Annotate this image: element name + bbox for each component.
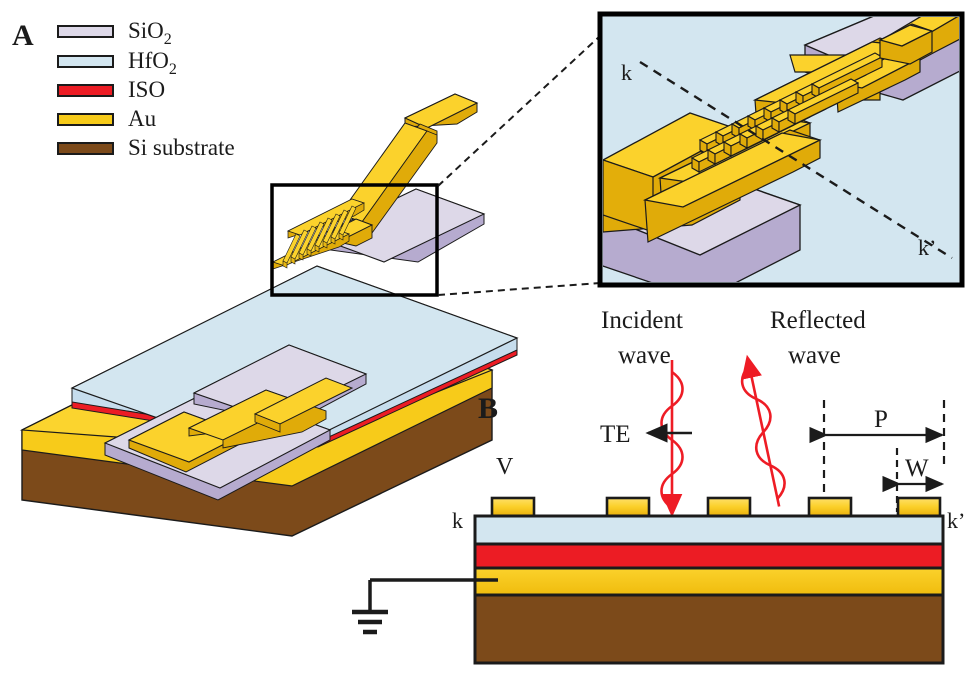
legend-item-si: Si substrate: [57, 135, 235, 160]
panel-b: B Incident wave Reflected wave TE V P W: [352, 307, 965, 665]
legend-label-hfo2: HfO2: [128, 48, 177, 78]
gold-pad-4: [807, 496, 853, 519]
inset-kprime-label: k’: [918, 235, 936, 260]
legend-swatch-iso: [57, 84, 114, 97]
reflected-wave-label-line2: wave: [788, 342, 841, 369]
legend-item-hfo2: HfO2: [57, 48, 177, 78]
gold-pad-3: [706, 496, 752, 519]
callout-connector-top: [437, 35, 601, 187]
inset-connector-block-top: [878, 24, 934, 47]
cross-section-au-layer: [473, 566, 945, 597]
inset-panel: k k’: [597, 11, 965, 288]
legend-swatch-hfo2: [57, 55, 114, 68]
legend-label-sio2: SiO2: [128, 18, 172, 48]
pitch-label: P: [874, 406, 888, 433]
idt-fingers-a: [282, 205, 357, 264]
gold-pad-1: [490, 496, 536, 519]
inset-baseplate-lower-top: [642, 132, 823, 208]
au-trace-lower-seg2-side: [254, 413, 281, 433]
cross-section-gold-pads: [490, 496, 942, 519]
legend-item-au: Au: [57, 106, 157, 131]
idt-comb-panel-a: [271, 198, 366, 270]
inset-kk-dashed-line: [639, 60, 953, 260]
gold-pad-5: [896, 496, 942, 519]
legend-swatch-sio2: [57, 25, 114, 38]
voltage-label: V: [496, 454, 514, 480]
panel-b-letter: B: [478, 392, 498, 425]
incident-wave-label-line1: Incident: [601, 307, 683, 334]
legend-label-si: Si substrate: [128, 135, 235, 160]
inset-content: [603, 17, 959, 282]
legend-swatch-au: [57, 113, 114, 126]
panel-a-device: [19, 35, 601, 537]
te-label: TE: [600, 421, 631, 448]
callout-connector-bottom: [437, 282, 601, 296]
cross-section-hfo2-layer: [473, 514, 945, 546]
legend-label-au: Au: [128, 106, 157, 131]
legend-item-sio2: SiO2: [57, 18, 172, 48]
inset-fingers-lower: [690, 78, 860, 173]
panel-b-kprime-label: k’: [947, 508, 965, 533]
reflected-wave-axis-arrow: [741, 354, 781, 507]
inset-k-label: k: [621, 60, 632, 85]
legend-item-iso: ISO: [57, 77, 165, 102]
legend: A SiO2 HfO2 ISO Au Si substrate: [12, 18, 235, 160]
legend-swatch-si: [57, 142, 114, 155]
reflected-wave-label-line1: Reflected: [770, 307, 866, 334]
panel-a-letter: A: [12, 19, 34, 52]
panel-a-callout-box: [270, 183, 439, 297]
ground-symbol: [352, 578, 498, 635]
reflected-wave-group: [740, 354, 786, 507]
incident-wave-label-line2: wave: [618, 342, 671, 369]
cross-section-iso-layer: [473, 542, 945, 570]
width-label: W: [905, 455, 929, 482]
legend-label-iso: ISO: [128, 77, 165, 102]
cross-section-si-layer: [473, 593, 945, 665]
panel-b-k-label: k: [452, 508, 463, 533]
gold-pad-2: [605, 496, 651, 519]
idt-fingers-a-shadow: [282, 232, 344, 269]
